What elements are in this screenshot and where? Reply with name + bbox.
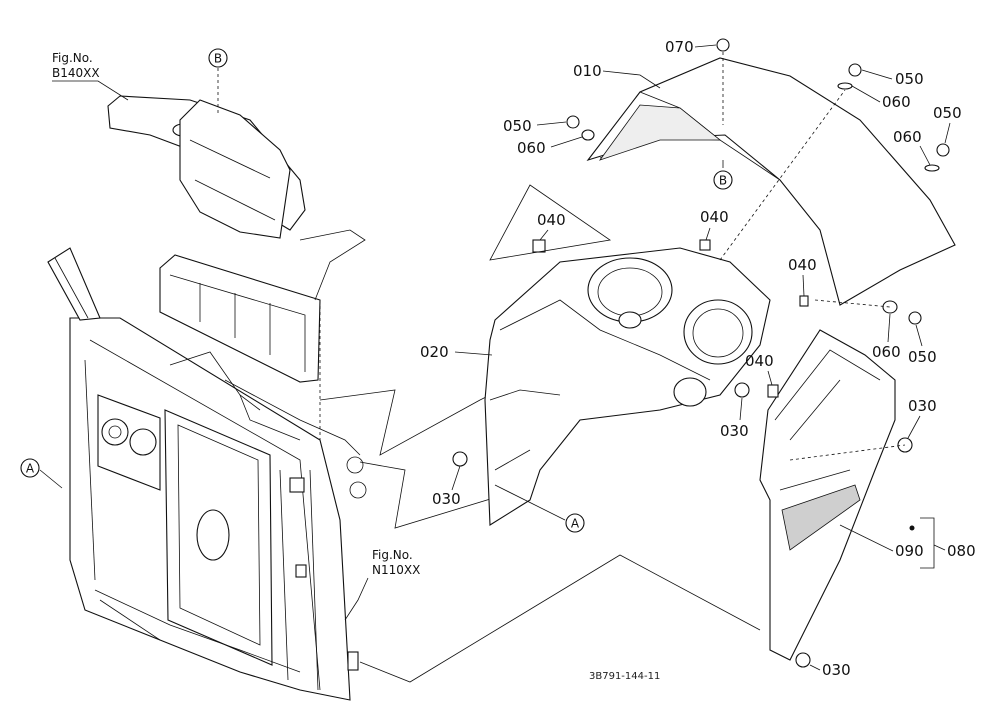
callout-030-left-label: 030	[432, 490, 461, 508]
callout-030-right-label: 030	[908, 397, 937, 415]
callout-050-far-right-label: 050	[933, 104, 962, 122]
dash-panel-020	[484, 247, 771, 526]
cab-frame-assembly	[47, 247, 367, 701]
callout-040-left-label: 040	[537, 211, 566, 229]
callout-060-right-mid: 060	[872, 313, 901, 361]
callout-050-top-right: 050	[861, 69, 924, 88]
callout-030-right: 030	[907, 397, 937, 439]
callout-030-bottom: 030	[809, 661, 851, 679]
callout-040-right-label: 040	[788, 256, 817, 274]
fasteners	[452, 38, 950, 668]
callout-010-label: 010	[573, 62, 602, 80]
callout-050-left-label: 050	[503, 117, 532, 135]
callout-030-center: 030	[720, 397, 749, 440]
callout-050-top-right-label: 050	[895, 70, 924, 88]
fig-ref-n110xx-title: Fig.No.	[372, 548, 413, 562]
callout-040-left: 040	[489, 184, 612, 261]
callout-010: 010	[573, 62, 661, 89]
marker-a-right-label: A	[571, 517, 580, 531]
callout-050-right-mid-label: 050	[908, 348, 937, 366]
callout-090-label: 090	[895, 542, 924, 560]
callout-080-label: 080	[947, 542, 976, 560]
air-duct	[159, 254, 321, 383]
fig-ref-n110xx: Fig.No. N110XX	[344, 548, 420, 621]
callout-050-right-mid: 050	[908, 324, 937, 366]
fig-ref-b140xx: Fig.No. B140XX	[52, 51, 129, 101]
callout-060-top-right: 060	[851, 85, 911, 111]
leader-lines	[319, 389, 491, 456]
callout-040-mid: 040	[700, 208, 729, 241]
callout-060-right-mid-label: 060	[872, 343, 901, 361]
callout-060-left-label: 060	[517, 139, 546, 157]
fig-ref-b140xx-title: Fig.No.	[52, 51, 93, 65]
callout-030-center-label: 030	[720, 422, 749, 440]
marker-a-right: A	[494, 484, 585, 533]
callout-070: 070	[665, 38, 717, 56]
callout-070-label: 070	[665, 38, 694, 56]
marker-a-left: A	[20, 458, 63, 489]
callout-080: 080	[920, 517, 976, 569]
callout-040-lower: 040	[745, 352, 774, 386]
callout-020: 020	[420, 343, 493, 361]
fig-ref-b140xx-code: B140XX	[52, 66, 100, 80]
fig-ref-n110xx-code: N110XX	[372, 563, 420, 577]
callout-060-far-right: 060	[893, 128, 931, 166]
drawing-id: 3B791-144-11	[589, 671, 660, 682]
clip-040-parts	[532, 239, 809, 398]
marker-b-cover: B	[713, 160, 733, 190]
callout-090: 090	[839, 524, 924, 560]
callout-060-top-right-label: 060	[882, 93, 911, 111]
callout-020-label: 020	[420, 343, 449, 361]
callout-050-left: 050	[503, 117, 567, 135]
top-cover-010	[586, 57, 956, 306]
callout-060-left: 060	[517, 136, 583, 157]
marker-a-left-label: A	[26, 462, 35, 476]
marker-b-cover-label: B	[719, 174, 727, 188]
callout-030-left: 030	[432, 465, 461, 508]
side-cover	[759, 329, 896, 661]
callout-040-right: 040	[788, 256, 817, 297]
marker-b-top-label: B	[214, 52, 222, 66]
callout-040-lower-label: 040	[745, 352, 774, 370]
callout-040-mid-label: 040	[700, 208, 729, 226]
marker-b-top: B	[208, 48, 228, 68]
callout-050-far-right: 050	[933, 104, 962, 144]
callout-030-bottom-label: 030	[822, 661, 851, 679]
callout-060-far-right-label: 060	[893, 128, 922, 146]
upper-cover-b140	[107, 62, 366, 301]
